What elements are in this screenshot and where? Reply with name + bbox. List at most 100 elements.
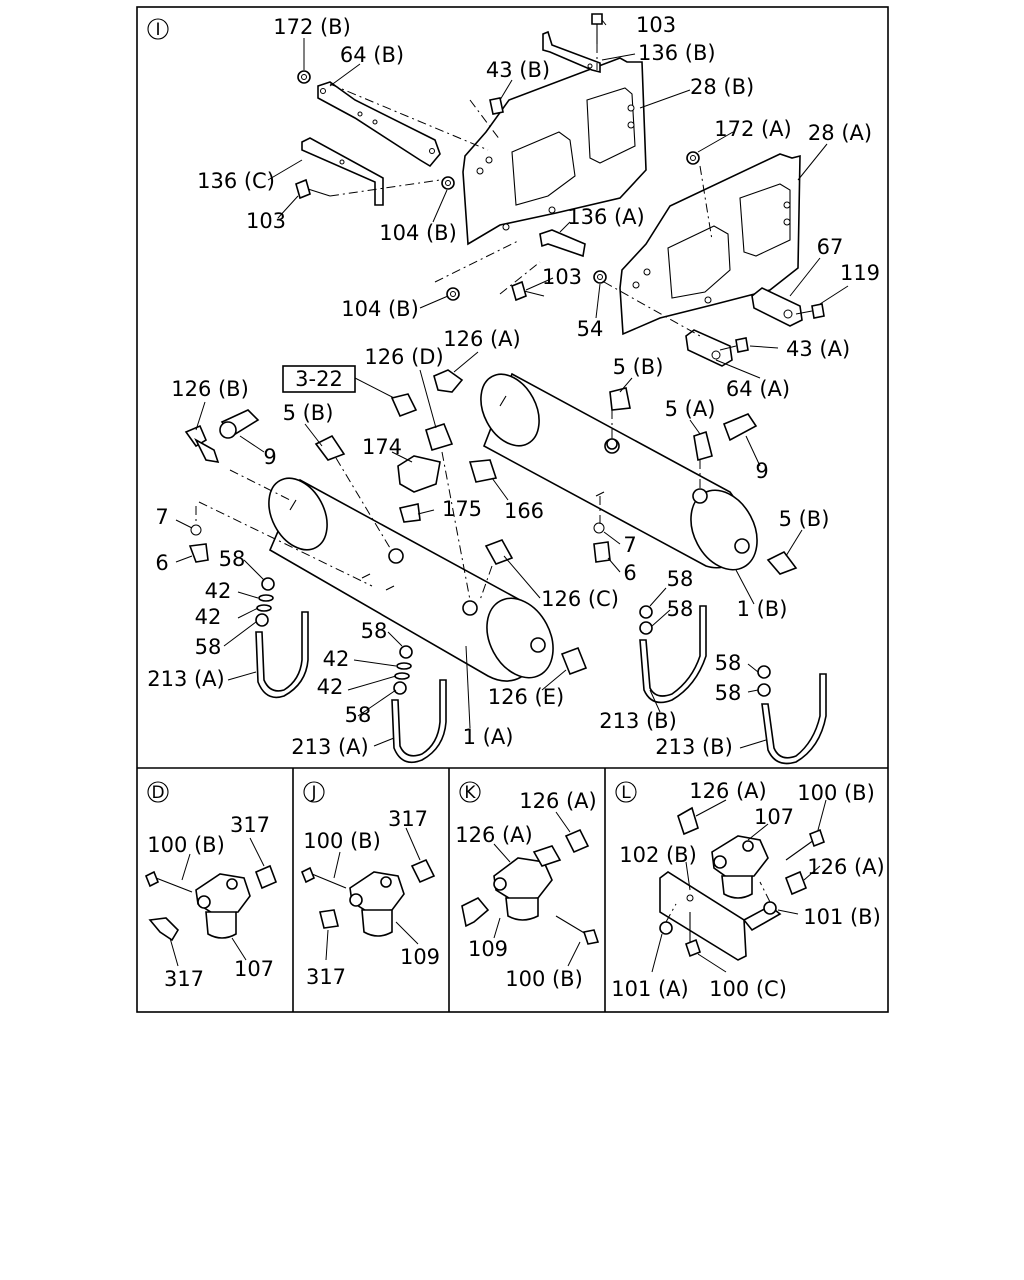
section-k-marker: K: [464, 783, 476, 803]
callout-104b-upper: 104 (B): [379, 221, 457, 245]
assembly-lines-tanks: [195, 410, 701, 601]
fittings: [184, 369, 798, 676]
section-i-marker: I: [155, 20, 160, 40]
fasteners-top: [295, 13, 825, 353]
callout-213b-right: 213 (B): [655, 735, 733, 759]
callout-58-c: 58: [361, 619, 388, 643]
callout-119: 119: [840, 261, 880, 285]
callout-d-100b: 100 (B): [147, 833, 225, 857]
section-d: D 100 (B) 317 317 107: [144, 781, 278, 991]
callout-126b: 126 (B): [171, 377, 249, 401]
bracket-64a: [685, 329, 733, 367]
callout-103-mid: 103: [542, 265, 582, 289]
callout-58-h: 58: [715, 681, 742, 705]
callout-213a-left: 213 (A): [147, 667, 225, 691]
callout-42-a: 42: [205, 579, 232, 603]
callout-5b-right: 5 (B): [779, 507, 830, 531]
valve-109-k: [493, 845, 562, 921]
section-d-marker: D: [151, 783, 164, 803]
u-bolts-213: [255, 605, 827, 765]
callout-l-126a-top: 126 (A): [689, 779, 767, 803]
callout-103-top: 103: [636, 13, 676, 37]
callout-166: 166: [504, 499, 544, 523]
callout-6-left: 6: [155, 551, 168, 575]
callout-213b-left: 213 (B): [599, 709, 677, 733]
callout-64b: 64 (B): [340, 43, 404, 67]
callout-103-left: 103: [246, 209, 286, 233]
callout-1b: 1 (B): [737, 597, 788, 621]
callout-64a: 64 (A): [726, 377, 790, 401]
callout-l-101a: 101 (A): [611, 977, 689, 1001]
valve-109-j: [349, 871, 405, 937]
valve-107-d: [195, 873, 251, 939]
callout-58-f: 58: [667, 597, 694, 621]
section-l: L 126 (A) 100 (B) 107 102: [611, 779, 885, 1001]
callout-172a: 172 (A): [714, 117, 792, 141]
leader-lines-i: [175, 19, 849, 749]
bracket-136c: [301, 137, 384, 206]
callout-1a: 1 (A): [463, 725, 514, 749]
callout-5b-top: 5 (B): [613, 355, 664, 379]
callout-j-317-top: 317: [388, 807, 428, 831]
callout-j-317-bottom: 317: [306, 965, 346, 989]
callout-136b: 136 (B): [638, 41, 716, 65]
callout-126e: 126 (E): [488, 685, 564, 709]
callout-l-100b: 100 (B): [797, 781, 875, 805]
callout-l-101b: 101 (B): [803, 905, 881, 929]
callout-28a: 28 (A): [808, 121, 872, 145]
section-k: K 126 (A) 126 (A) 109 100 (B): [455, 781, 600, 991]
callout-58-b: 58: [195, 635, 222, 659]
bracket-136b: [542, 30, 601, 74]
callout-k-100b: 100 (B): [505, 967, 583, 991]
section-l-marker: L: [621, 783, 631, 803]
callouts-section-i: 172 (B) 64 (B) 103 136 (B) 43 (B) 28 (B)…: [147, 13, 880, 759]
callout-5a: 5 (A): [665, 397, 716, 421]
callout-58-e: 58: [667, 567, 694, 591]
section-j: J 100 (B) 317 317 109: [300, 781, 440, 989]
callout-k-109: 109: [468, 937, 508, 961]
strap-64b: [317, 81, 441, 168]
callout-5b-left: 5 (B): [283, 401, 334, 425]
callout-d-317-bottom: 317: [164, 967, 204, 991]
callout-l-100c: 100 (C): [709, 977, 787, 1001]
callout-175: 175: [442, 497, 482, 521]
section-i: I: [147, 13, 880, 765]
callout-58-a: 58: [219, 547, 246, 571]
reference-box-3-22: 3-22: [295, 367, 343, 391]
callout-l-126a-right: 126 (A): [807, 855, 885, 879]
callout-j-100b: 100 (B): [303, 829, 381, 853]
callout-126d: 126 (D): [364, 345, 443, 369]
callout-9-right: 9: [755, 459, 768, 483]
callout-j-109: 109: [400, 945, 440, 969]
callout-54: 54: [577, 317, 604, 341]
callout-126c: 126 (C): [541, 587, 619, 611]
callout-58-d: 58: [345, 703, 372, 727]
assembly-lines-top: [329, 44, 713, 337]
mounting-plate-102b: [659, 871, 782, 961]
callout-43a: 43 (A): [786, 337, 850, 361]
callout-172b: 172 (B): [273, 15, 351, 39]
callout-136c: 136 (C): [197, 169, 275, 193]
callout-42-d: 42: [317, 675, 344, 699]
air-tank-1a: [268, 477, 554, 682]
callout-42-b: 42: [195, 605, 222, 629]
callout-7-right: 7: [623, 533, 636, 557]
callout-58-g: 58: [715, 651, 742, 675]
bracket-136a: [539, 229, 586, 258]
callout-28b: 28 (B): [690, 75, 754, 99]
section-j-marker: J: [310, 783, 316, 803]
callout-7-left: 7: [155, 505, 168, 529]
callout-104b-lower: 104 (B): [341, 297, 419, 321]
callout-174: 174: [362, 435, 402, 459]
callout-d-317-top: 317: [230, 813, 270, 837]
callout-l-102b: 102 (B): [619, 843, 697, 867]
diagram-frames: [136, 6, 889, 1013]
bracket-67: [751, 287, 803, 327]
callout-43b: 43 (B): [486, 58, 550, 82]
callout-d-107: 107: [234, 957, 274, 981]
air-tank-1b: [480, 372, 758, 571]
callout-136a: 136 (A): [567, 205, 645, 229]
callout-k-126a-top: 126 (A): [519, 789, 597, 813]
callout-42-c: 42: [323, 647, 350, 671]
